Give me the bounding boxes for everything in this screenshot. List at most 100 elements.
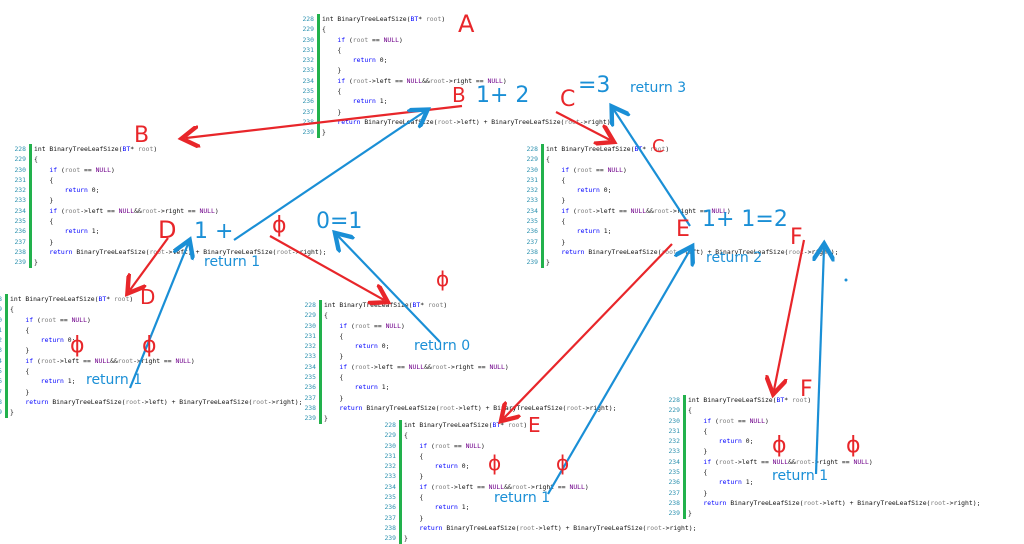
code-token: 1; — [741, 478, 754, 487]
code-token: root — [646, 523, 662, 532]
code-token: BinaryTreeLeafSize — [561, 145, 631, 153]
b-sum: 1 + — [194, 219, 233, 244]
code-token: } — [10, 408, 14, 417]
code-token: BinaryTreeLeafSize — [419, 421, 489, 429]
code-text: return 1; — [688, 477, 754, 487]
code-token: if — [49, 206, 58, 215]
code-token: BinaryTreeLeafSize( — [726, 498, 804, 507]
code-text: { — [404, 451, 423, 461]
line-number: 232 — [304, 342, 316, 351]
code-token: if — [561, 165, 570, 174]
code-token: root — [352, 35, 369, 44]
code-token: * — [784, 396, 792, 404]
line-number: 237 — [668, 488, 680, 497]
code-token: ->left) + BinaryTreeLeafSize( — [534, 523, 647, 532]
code-line: 234 if (root->left == NULL&&root->right … — [300, 76, 530, 86]
code-text: } — [546, 237, 565, 247]
code-token: ->right); — [579, 117, 615, 126]
code-token: { — [404, 451, 424, 460]
code-token: 0; — [457, 462, 470, 471]
code-token: int — [688, 396, 704, 404]
code-token: NULL — [487, 76, 503, 85]
line-number: 235 — [0, 367, 2, 376]
code-line: 238 return BinaryTreeLeafSize(root->left… — [382, 523, 712, 533]
code-line: 239} — [382, 533, 712, 543]
code-text: { — [10, 304, 14, 314]
line-number: 238 — [384, 523, 396, 532]
code-token: ) — [868, 457, 873, 466]
code-token: ( — [345, 76, 353, 85]
code-line: 237 } — [12, 237, 342, 247]
code-line: 238 return BinaryTreeLeafSize(root->left… — [0, 397, 318, 407]
code-token: int — [546, 145, 562, 153]
code-line: 232 return 0; — [302, 341, 632, 351]
code-token: ) — [190, 356, 195, 365]
code-line: 234 if (root->left == NULL&&root->right … — [524, 206, 864, 216]
code-text: if (root == NULL) — [688, 416, 768, 426]
code-text: if (root->left == NULL&&root->right == N… — [34, 206, 219, 216]
code-token: && — [110, 356, 118, 365]
code-token: root — [661, 247, 677, 256]
code-line: 232 return 0; — [12, 185, 342, 195]
code-token: ->right == — [133, 356, 176, 365]
null-mark-f-left: ϕ — [772, 433, 787, 458]
code-token: return — [49, 247, 73, 256]
code-token: root — [434, 482, 451, 491]
code-line: 229{ — [300, 24, 530, 34]
code-token: BinaryTreeLeafSize( — [48, 397, 126, 406]
c-sum: 1+ 1=2 — [702, 207, 788, 232]
line-number: 229 — [14, 155, 26, 164]
code-token: root — [511, 482, 528, 491]
code-token: ->right); — [291, 247, 327, 256]
code-token: if — [25, 315, 34, 324]
code-token: root — [519, 523, 535, 532]
code-token: ( — [347, 362, 355, 371]
code-token: ->left == — [370, 362, 409, 371]
code-token: && — [424, 362, 432, 371]
label-e-calc: E — [676, 217, 690, 242]
code-line: 239} — [12, 257, 342, 267]
line-number: 234 — [14, 206, 26, 215]
line-number: 237 — [14, 237, 26, 246]
code-token: { — [546, 217, 566, 226]
code-line: 230 if (root == NULL) — [12, 165, 342, 175]
code-token: ( — [33, 356, 41, 365]
line-number: 233 — [0, 346, 2, 355]
line-number: 232 — [668, 437, 680, 446]
code-line: 235 { — [666, 467, 1006, 477]
code-token: root — [564, 117, 580, 126]
code-token: == — [370, 321, 386, 330]
code-token: { — [10, 325, 30, 334]
code-token: ) — [214, 206, 219, 215]
code-text: { — [404, 492, 423, 502]
code-token: root — [576, 206, 593, 215]
code-token: 1; — [63, 377, 76, 386]
code-token: return — [718, 437, 742, 446]
label-d-calc: D — [158, 216, 176, 244]
code-token: ( — [406, 15, 411, 23]
code-text: { — [324, 372, 343, 382]
call-arrow-b-to-null — [269, 235, 384, 300]
code-token: ) — [86, 315, 91, 324]
label-b: B — [134, 123, 149, 148]
code-line: 229{ — [524, 154, 864, 164]
code-gutter-bar — [5, 294, 8, 418]
code-token: ( — [711, 416, 719, 425]
code-token: 1; — [87, 227, 100, 236]
code-token: } — [324, 414, 328, 423]
code-text: } — [10, 407, 14, 417]
code-gutter-bar — [319, 300, 322, 424]
code-token: ) — [400, 321, 405, 330]
code-token: ( — [408, 301, 413, 309]
code-token: BT — [98, 295, 107, 303]
b-eq: 0=1 — [316, 209, 362, 234]
code-token: return — [419, 523, 443, 532]
code-token: return — [434, 503, 458, 512]
code-token: { — [10, 367, 30, 376]
code-text: } — [34, 237, 53, 247]
code-gutter-bar — [683, 395, 686, 519]
code-token: ( — [33, 315, 41, 324]
code-token: ->left == — [734, 457, 773, 466]
